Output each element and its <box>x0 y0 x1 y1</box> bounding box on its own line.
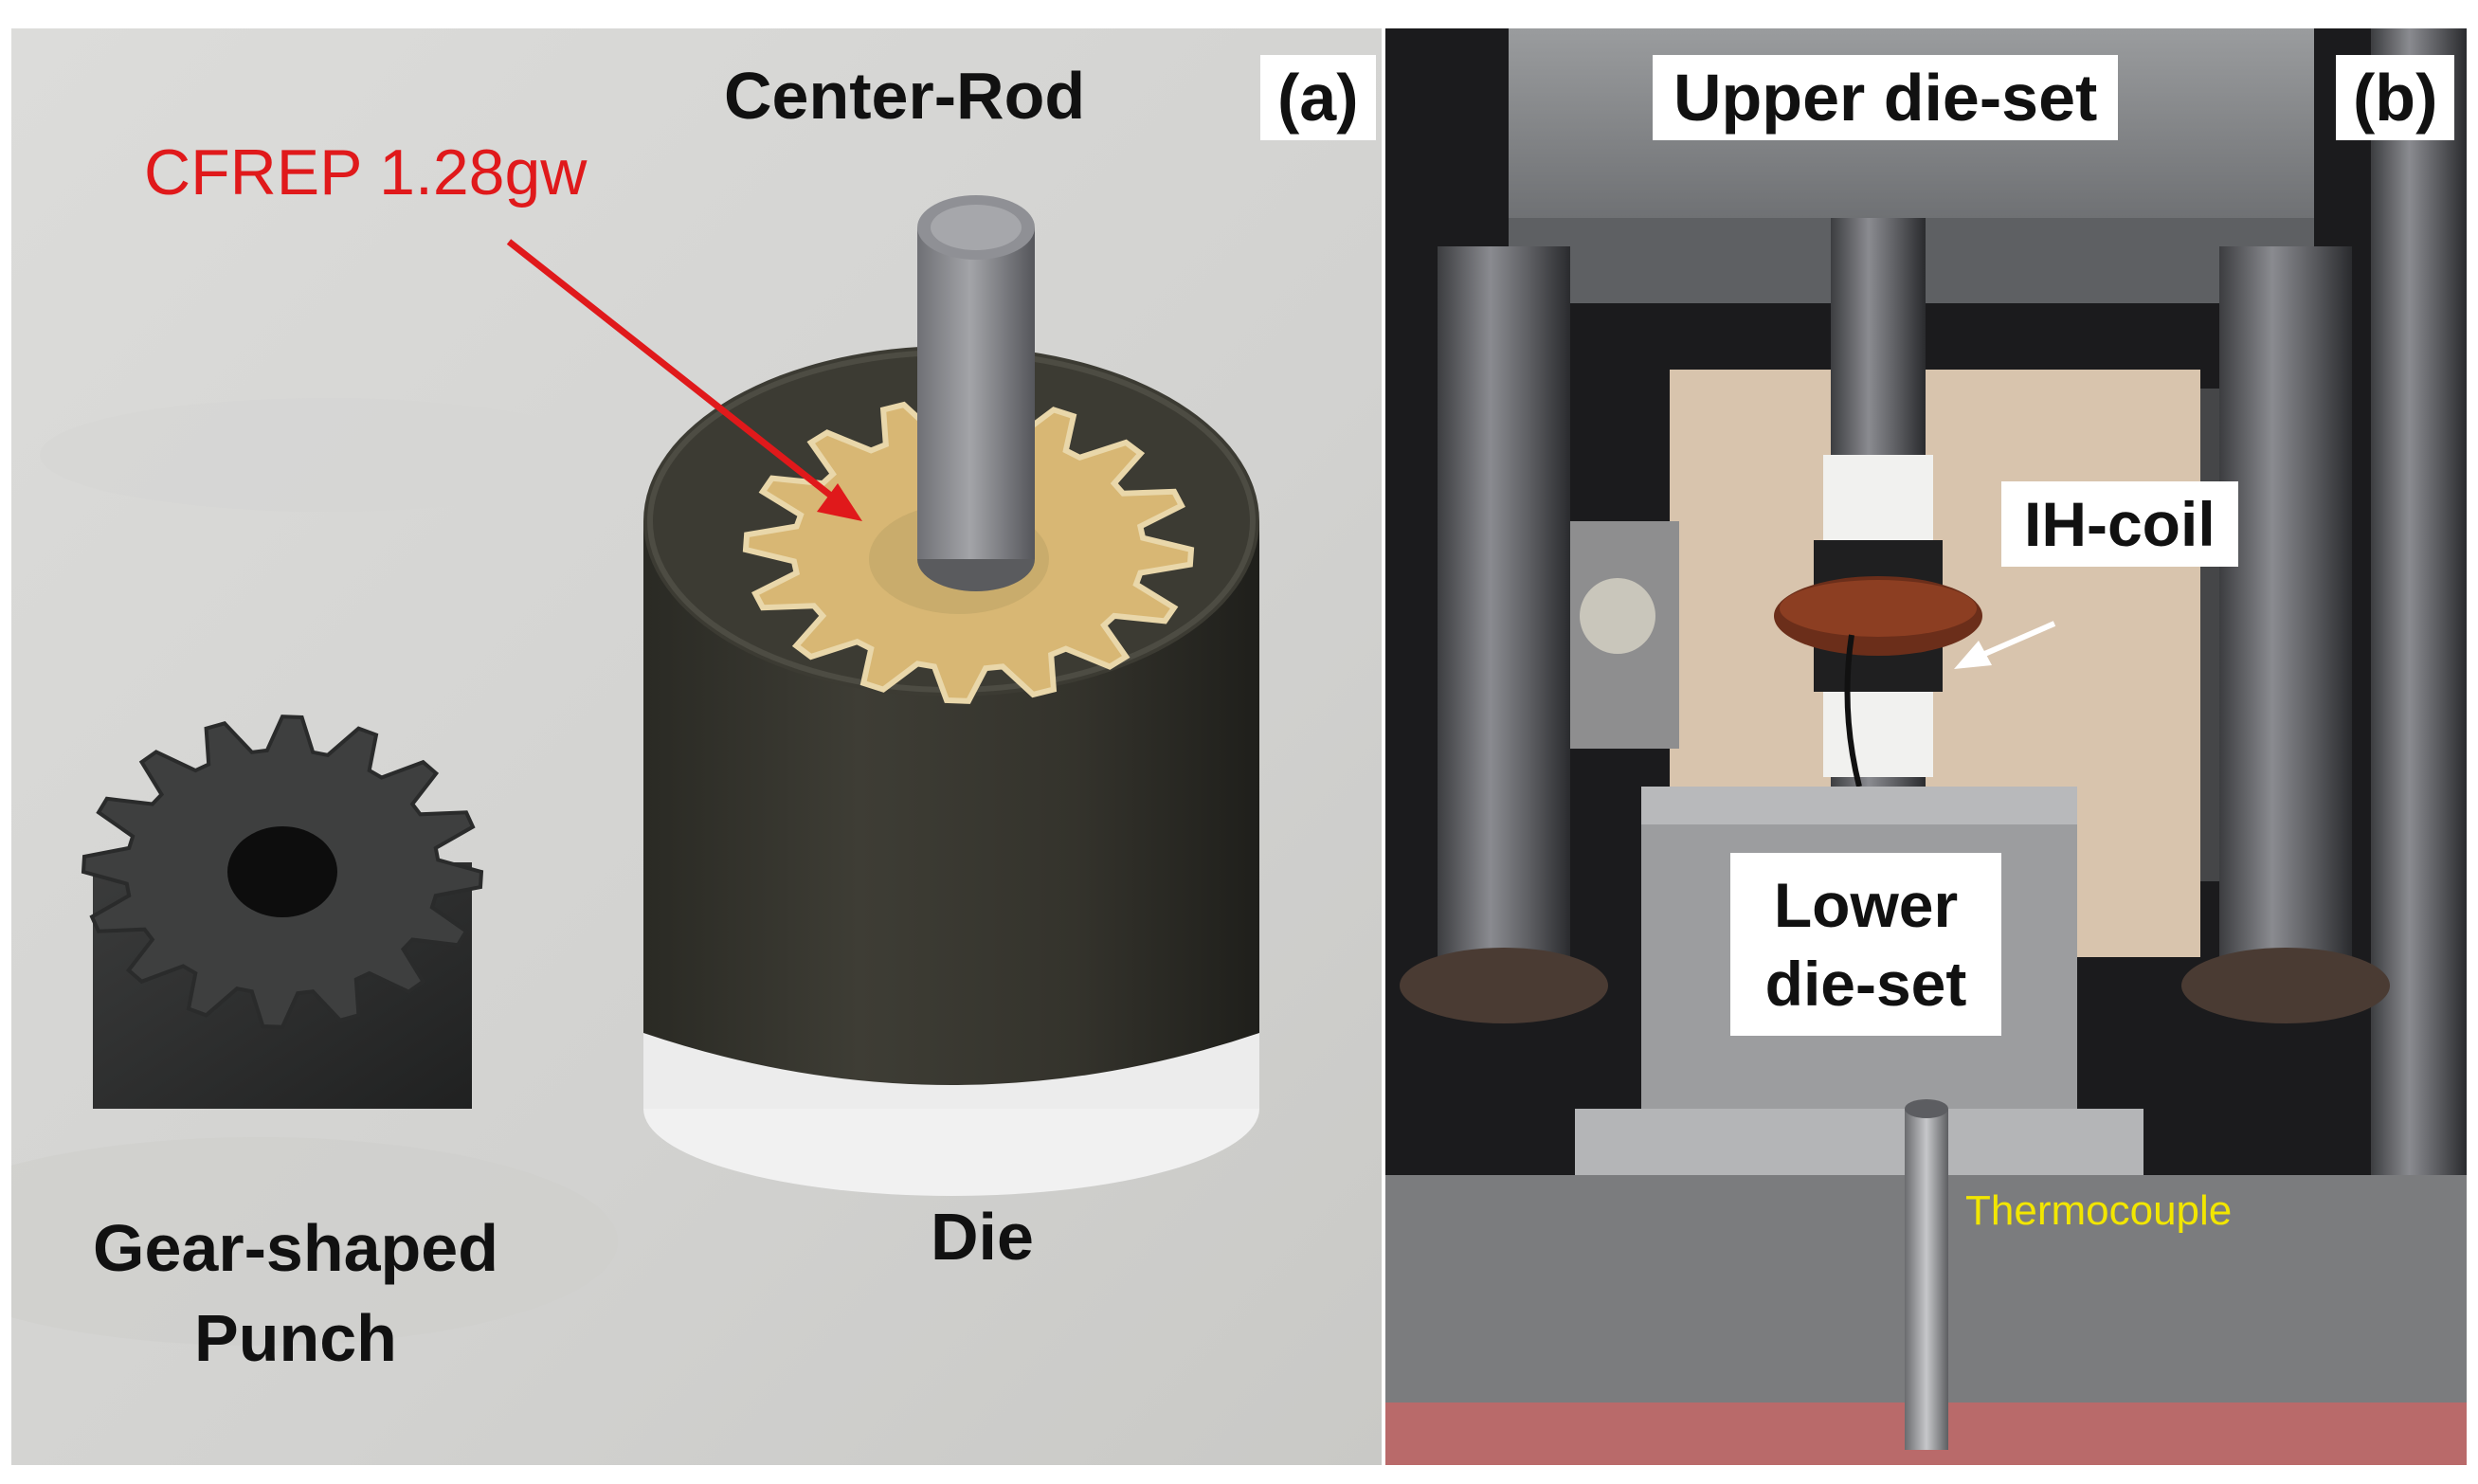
panel-b-scene <box>1385 28 2467 1465</box>
thermocouple-label: Thermocouple <box>1965 1187 2233 1234</box>
material-arrow <box>506 239 862 521</box>
coil-arrow <box>1954 621 2056 669</box>
panel-a-scene <box>11 28 1382 1465</box>
panel-a-tag: (a) <box>1260 55 1376 140</box>
lower-die-line2: die-set <box>1764 948 1967 1019</box>
die-label: Die <box>931 1200 1034 1274</box>
right-post <box>2219 246 2352 986</box>
panel-b-photo: Upper die-set (b) IH-coil Lower die-set … <box>1385 28 2467 1465</box>
material-label: CFREP 1.28gw <box>144 136 588 208</box>
center-rod-label: Center-Rod <box>724 59 1086 133</box>
gear-shaped-punch <box>81 715 484 1109</box>
lower-die-label: Lower die-set <box>1730 853 2001 1036</box>
punch-label-line1: Gear-shaped <box>93 1211 498 1285</box>
thermocouple-rod <box>1905 1099 1948 1450</box>
center-rod <box>917 195 1035 591</box>
ih-coil-label: IH-coil <box>2001 481 2238 567</box>
punch-label: Gear-shaped Punch <box>78 1203 514 1383</box>
left-post <box>1438 246 1570 986</box>
panel-b-tag: (b) <box>2336 55 2455 140</box>
upper-die-label: Upper die-set <box>1653 55 2119 140</box>
panel-a-photo: (a) Center-Rod CFREP 1.28gw Die Gear-sha… <box>11 28 1382 1465</box>
lower-die-line1: Lower <box>1773 870 1959 940</box>
punch-label-line2: Punch <box>194 1300 397 1375</box>
